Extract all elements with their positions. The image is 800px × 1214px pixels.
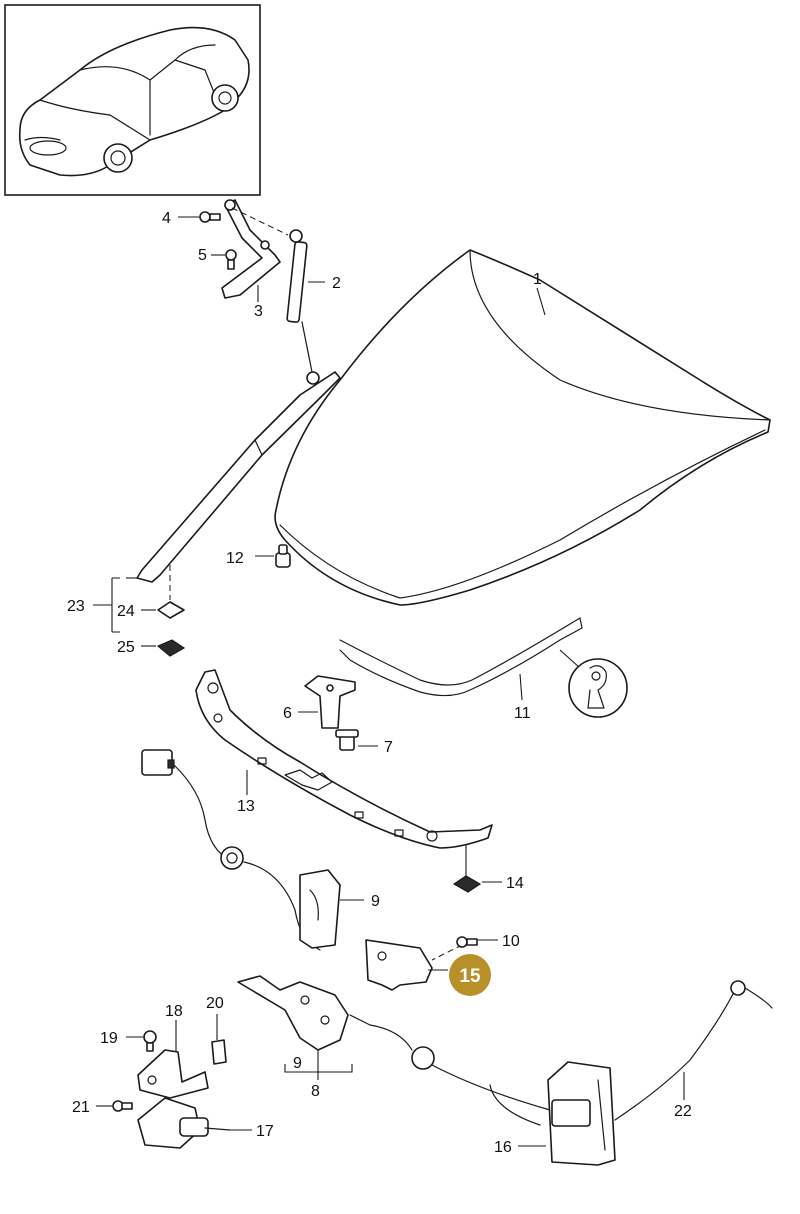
actuator-17-part: [137, 1097, 231, 1149]
seal-11-part: [339, 617, 583, 697]
hinge-bracket-part: [221, 199, 281, 299]
bracket-18-part: [137, 1049, 209, 1099]
label-10: 10: [502, 933, 520, 950]
label-12: 12: [226, 550, 244, 567]
highlight-badge-15[interactable]: 15: [449, 954, 491, 996]
badge-15-label: 15: [459, 966, 481, 987]
bracket-9-part: [299, 869, 341, 949]
lock-carrier-13-part: [195, 669, 493, 849]
lock-cable: [369, 1024, 551, 1126]
label-16: 16: [494, 1139, 512, 1156]
bonnet-part: [274, 249, 771, 606]
screw-10-part: [456, 936, 478, 948]
label-11: 11: [514, 705, 531, 722]
pad-25-part: [156, 639, 186, 657]
buffer-12-part: [275, 544, 291, 568]
clip-20-part: [211, 1039, 227, 1065]
seal-detail-icon: [568, 658, 628, 718]
label-19: 19: [100, 1030, 118, 1047]
label-23: 23: [67, 598, 85, 615]
label-14: 14: [506, 875, 524, 892]
label-8: 8: [311, 1083, 320, 1100]
bonnet-lock-8-part: [237, 975, 371, 1051]
label-4: 4: [162, 210, 171, 227]
label-25: 25: [117, 639, 135, 656]
bracket-6-part: [304, 675, 356, 729]
bracket-15-part: [365, 939, 433, 991]
label-1: 1: [533, 271, 542, 288]
label-22: 22: [674, 1103, 692, 1120]
lock-housing-16-part: [547, 1061, 616, 1166]
screw-21-part: [112, 1100, 133, 1112]
label-13: 13: [237, 798, 255, 815]
label-20: 20: [206, 995, 224, 1012]
label-2: 2: [332, 275, 341, 292]
screw-19-part: [143, 1030, 157, 1052]
label-9-upper: 9: [371, 893, 380, 910]
screw-5-part: [225, 249, 237, 270]
pad-24-part: [157, 601, 185, 619]
label-3: 3: [254, 303, 263, 320]
part-labels: 1 2 3 4 5 6 7 8 9 9 10 11 12 13 14 16 17…: [67, 210, 692, 1156]
label-6: 6: [283, 705, 292, 722]
label-7: 7: [384, 739, 393, 756]
label-18: 18: [165, 1003, 183, 1020]
trim-strip-part: [136, 371, 341, 583]
label-21: 21: [72, 1099, 90, 1116]
screw-4-part: [199, 211, 221, 223]
release-cable-22-part: [614, 980, 773, 1121]
pad-14-part: [452, 875, 482, 893]
label-17: 17: [256, 1123, 274, 1140]
release-switch-cable: [141, 749, 321, 951]
car-overview-thumbnail: [4, 4, 261, 196]
gas-strut-part: [286, 229, 320, 385]
label-24: 24: [117, 603, 135, 620]
bolt-7-part: [335, 729, 359, 751]
label-9-lower: 9: [293, 1055, 302, 1072]
label-5: 5: [198, 247, 207, 264]
